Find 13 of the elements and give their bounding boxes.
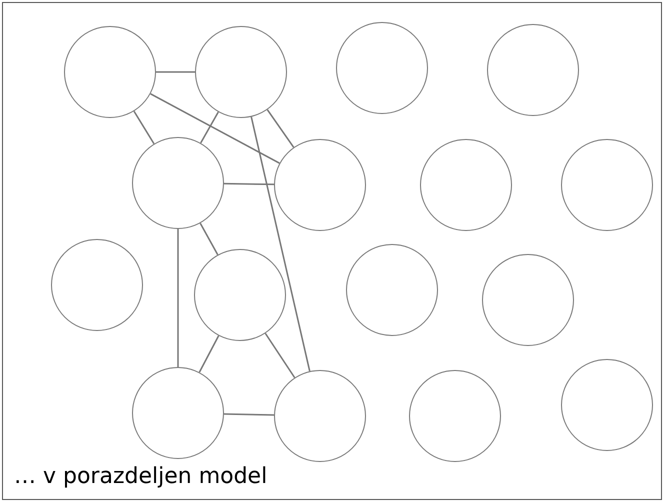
connector-line — [264, 332, 296, 378]
connector-line — [133, 110, 155, 144]
connector-line — [156, 71, 195, 73]
connector-line — [224, 413, 274, 416]
connector-line — [200, 222, 218, 256]
connector-line — [250, 116, 310, 372]
caption: … v porazdeljen model — [14, 466, 268, 488]
connector-line — [177, 229, 179, 367]
connector-line — [266, 109, 294, 148]
connector-line — [224, 182, 274, 186]
connector-line — [150, 93, 280, 164]
connector-line — [200, 112, 219, 144]
connector-line — [198, 335, 220, 373]
